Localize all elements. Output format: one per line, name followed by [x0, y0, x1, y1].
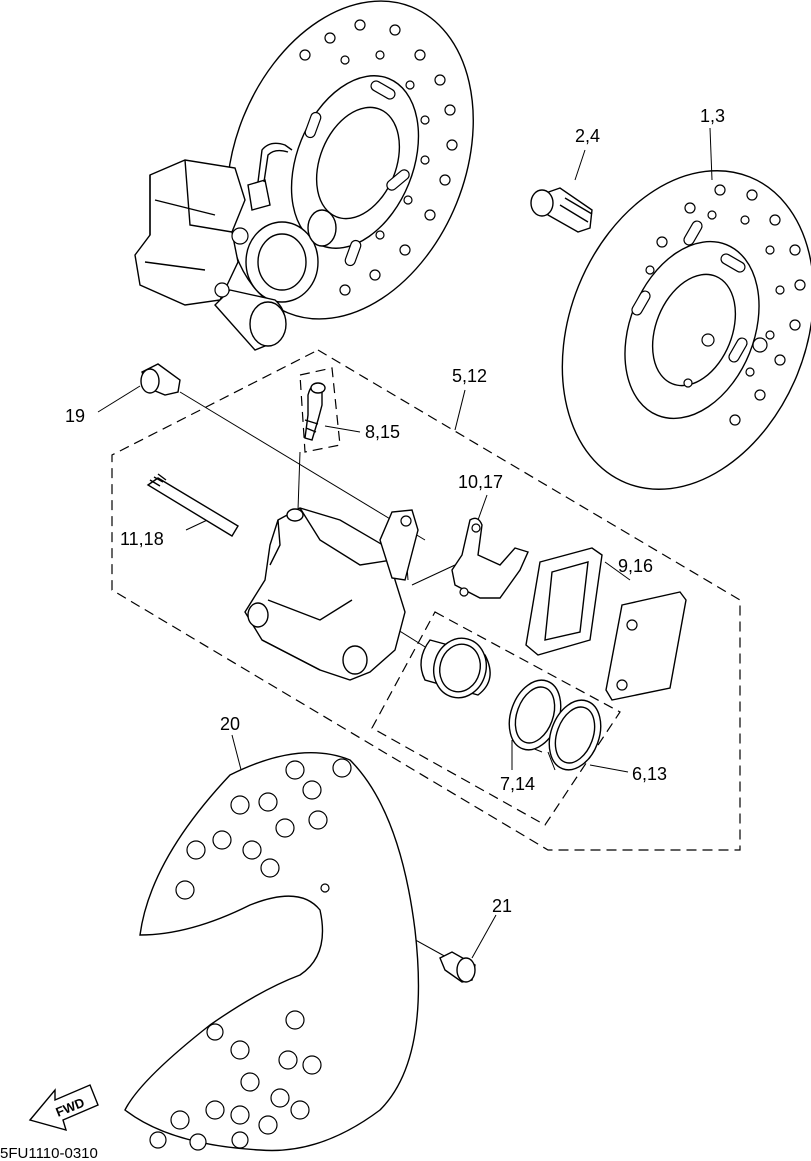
caliper-bolt-illustration — [140, 363, 181, 396]
callout-11-18: 11,18 — [120, 529, 164, 549]
catalog-code: 5FU1110-0310 — [0, 1145, 98, 1161]
disc-cover-illustration — [124, 752, 420, 1152]
cover-bolt-illustration — [439, 951, 476, 983]
slide-pin-illustration — [146, 473, 239, 537]
callout-6-13: 6,13 — [632, 764, 667, 784]
pad-spring-illustration — [451, 517, 529, 599]
disc-bolt-illustration — [530, 187, 593, 233]
caliper-body-illustration — [244, 507, 419, 681]
callout-19: 19 — [65, 406, 85, 426]
callout-9-16: 9,16 — [618, 556, 653, 576]
callout-2-4: 2,4 — [575, 126, 600, 146]
forward-direction-arrow: FWD — [28, 1084, 99, 1132]
callout-10-17: 10,17 — [458, 472, 503, 492]
piston-seal-illustration — [508, 679, 602, 771]
callout-7-14: 7,14 — [500, 774, 535, 794]
callout-8-15: 8,15 — [365, 422, 400, 442]
piston-illustration — [420, 637, 491, 699]
callout-20: 20 — [220, 714, 240, 734]
brake-pad-outer-illustration — [605, 591, 687, 701]
brake-disc-illustration — [561, 170, 811, 490]
callout-1-3: 1,3 — [700, 106, 725, 126]
bleed-screw-illustration — [304, 382, 326, 441]
callout-5-12: 5,12 — [452, 366, 487, 386]
assembled-brake-illustration — [134, 0, 474, 351]
brake-pad-inner-illustration — [525, 547, 603, 656]
callout-21: 21 — [492, 896, 512, 916]
